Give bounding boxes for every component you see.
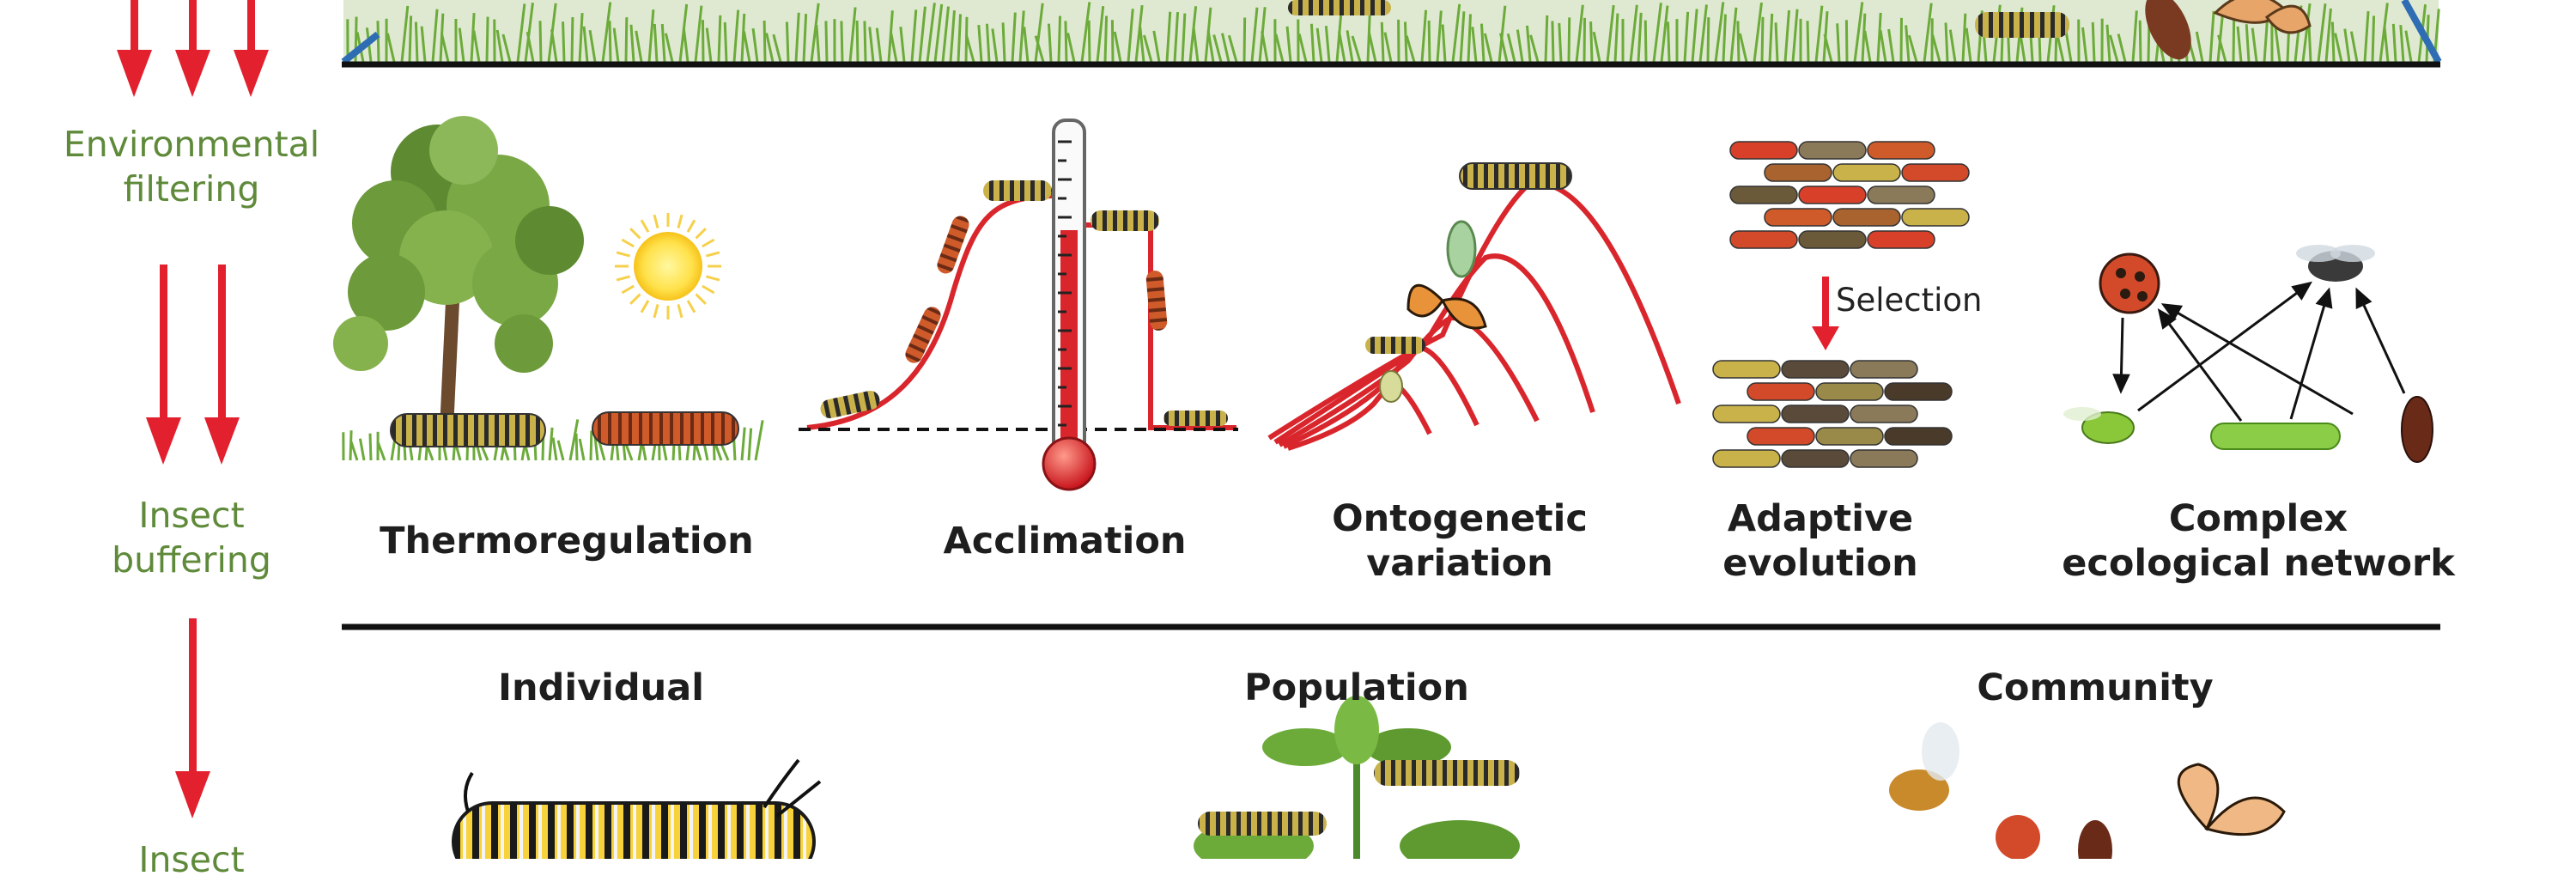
adaptive-caterpillar — [1798, 186, 1867, 204]
adaptive-caterpillar — [1850, 449, 1918, 468]
acclimation-caterpillar-6 — [1145, 271, 1168, 331]
ontogenetic-variation-label: Ontogenetic variation — [1332, 497, 1588, 585]
adaptive-caterpillar — [1729, 186, 1798, 204]
adaptive-caterpillar — [1747, 382, 1815, 401]
adaptive-caterpillar — [1884, 382, 1953, 401]
adaptive-population-before — [1729, 141, 1970, 249]
ontogenetic-stages — [1365, 162, 1572, 403]
arrow-top-2 — [175, 0, 210, 97]
adaptive-population-after — [1712, 360, 1953, 468]
community-butterfly — [2177, 763, 2286, 836]
ontogeny-butterfly — [1406, 283, 1487, 330]
population-illustration — [1194, 696, 1520, 872]
community-ladybug — [1996, 815, 2040, 860]
adaptive-caterpillar — [1850, 405, 1918, 423]
acclimation-caterpillar-1 — [820, 391, 880, 418]
aphid-node — [2063, 407, 2135, 444]
adaptive-caterpillar — [1712, 405, 1781, 423]
arrow-top-1 — [117, 0, 152, 97]
arrow-top-3 — [234, 0, 269, 97]
adaptive-caterpillar — [1729, 230, 1798, 249]
insect-buffering-label: Insect buffering — [112, 495, 271, 581]
thermoregulation-illustration — [333, 116, 764, 461]
adaptive-caterpillar — [1781, 449, 1850, 468]
ontogeny-curve-adult — [1267, 180, 1681, 441]
adaptive-caterpillar — [1867, 230, 1935, 249]
adaptive-caterpillar — [1712, 449, 1781, 468]
top-caterpillar-2 — [1975, 12, 2069, 38]
environmental-filtering-label: Environmental filtering — [63, 124, 320, 210]
adaptive-caterpillar — [1884, 427, 1953, 446]
adaptive-caterpillar — [1901, 208, 1970, 227]
arrow-bottom — [175, 618, 210, 818]
adaptive-caterpillar — [1901, 163, 1970, 182]
top-grass-strip — [341, 0, 2442, 68]
acclimation-caterpillar-3 — [937, 216, 969, 274]
wasp-node — [2296, 245, 2375, 282]
top-caterpillar-1 — [1288, 0, 1391, 15]
adaptive-caterpillar — [1747, 427, 1815, 446]
acclimation-label: Acclimation — [943, 520, 1187, 563]
adaptive-caterpillar — [1764, 208, 1832, 227]
selection-label: Selection — [1836, 282, 1983, 319]
top-butterfly — [2213, 0, 2312, 34]
adaptive-caterpillar — [1815, 427, 1884, 446]
green-caterpillar-node — [2210, 423, 2341, 450]
thermometer — [1042, 119, 1097, 491]
adaptive-caterpillar — [1867, 186, 1935, 204]
adaptive-caterpillar — [1781, 405, 1850, 423]
acclimation-caterpillar-5 — [1091, 210, 1159, 231]
acclimation-caterpillar-7 — [1163, 411, 1228, 426]
adaptive-caterpillar — [1764, 163, 1832, 182]
level-community-label: Community — [1977, 666, 2214, 709]
ontogenetic-illustration — [1267, 180, 1681, 451]
adaptive-caterpillar — [1798, 141, 1867, 160]
adaptive-caterpillar — [1832, 208, 1901, 227]
complex-ecological-network-label: Complex ecological network — [2062, 497, 2455, 585]
individual-illustration — [452, 758, 822, 882]
diagram-artwork — [117, 0, 2442, 882]
blue-line-right — [2401, 0, 2442, 64]
adaptive-caterpillar — [1781, 360, 1850, 379]
adaptive-caterpillar — [1832, 163, 1901, 182]
adaptive-caterpillar — [1712, 360, 1781, 379]
left-arrows — [117, 0, 269, 818]
adaptive-caterpillar — [1798, 230, 1867, 249]
network-arrows — [2112, 281, 2406, 422]
acclimation-curve-left — [806, 192, 1083, 430]
community-cockroach — [2078, 820, 2112, 880]
insect-label-cropped: Insect — [138, 839, 245, 880]
adaptive-caterpillar — [1867, 141, 1935, 160]
acclimation-caterpillar-2 — [905, 307, 941, 363]
ontogeny-chrysalis — [1446, 220, 1477, 278]
blue-line-left — [341, 31, 380, 65]
level-individual-label: Individual — [497, 666, 705, 709]
tree — [333, 116, 584, 436]
sun — [615, 213, 721, 319]
adaptive-evolution-label: Adaptive evolution — [1722, 497, 1918, 585]
acclimation-illustration — [799, 119, 1238, 491]
bee — [1889, 722, 1959, 811]
acclimation-caterpillar-4 — [983, 180, 1052, 201]
level-population-label: Population — [1244, 666, 1469, 709]
top-beetle — [2145, 0, 2191, 60]
ecological-network — [2063, 245, 2433, 463]
thermoregulation-label: Thermoregulation — [380, 520, 754, 563]
ontogeny-larva — [1459, 162, 1572, 190]
ontogeny-egg — [1379, 370, 1403, 403]
ontogeny-small-larva — [1365, 337, 1425, 354]
selection-arrow — [1812, 277, 1839, 350]
arrow-mid-1 — [146, 265, 181, 465]
insect-buffering-diagram: Environmental filtering Insect buffering… — [63, 0, 2455, 882]
ladybug-node — [2099, 252, 2160, 314]
arrow-mid-2 — [204, 265, 240, 465]
adaptive-caterpillar — [1850, 360, 1918, 379]
adaptive-caterpillar — [1815, 382, 1884, 401]
community-illustration — [1889, 722, 2286, 880]
cockroach-node — [2401, 396, 2433, 463]
adaptive-caterpillar — [1729, 141, 1798, 160]
caterpillar-sun — [592, 411, 739, 446]
caterpillar-shade — [390, 413, 546, 447]
